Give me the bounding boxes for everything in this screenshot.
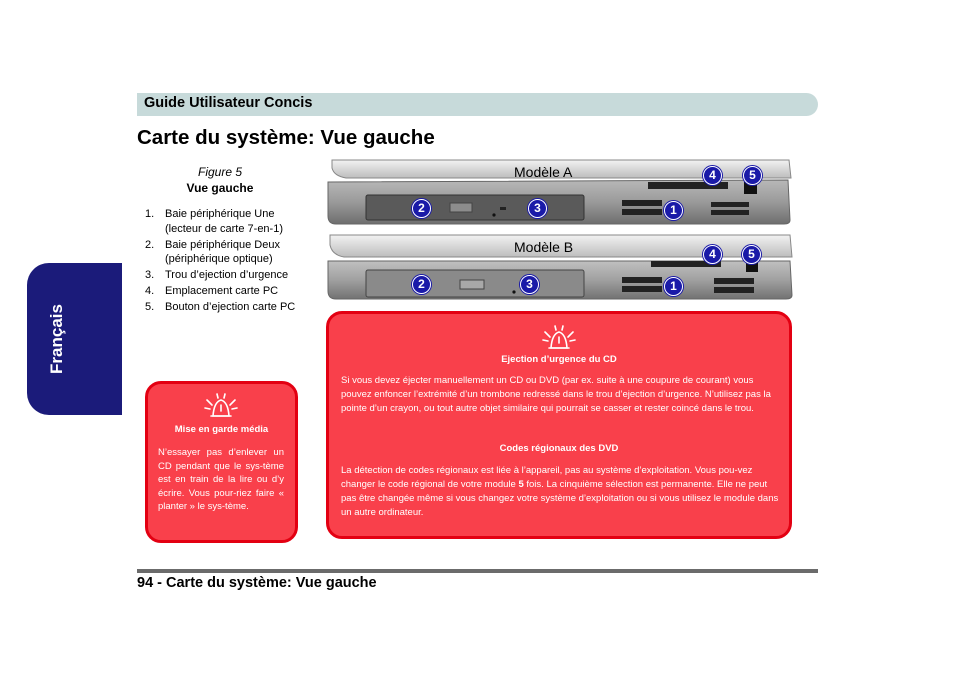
footer-page-label: 94 - Carte du système: Vue gauche [137,575,377,591]
callout-badge-4: 4 [703,166,722,185]
figure-title: Vue gauche [186,181,254,195]
figure-legend-list: 1. Baie périphérique Une (lecteur de cart… [145,207,313,316]
cd-eject-text: Si vous devez éjecter manuellement un CD… [341,375,771,414]
media-warning-heading: Mise en garde média [174,424,269,435]
laptop-model-a-image: Modèle A 4 5 2 3 1 [326,158,793,226]
list-item-number: 3. [145,269,155,281]
callout-badge-1: 1 [664,201,683,220]
list-item-number: 4. [145,285,155,297]
callout-badge-3: 3 [528,199,547,218]
callout-badge-2: 2 [412,275,431,294]
list-item: 4. Emplacement carte PC [145,284,313,299]
list-item: 3. Trou d’ejection d’urgence [145,268,313,283]
callout-badge-2: 2 [412,199,431,218]
footer-divider [137,569,818,573]
warning-icon [203,392,239,425]
cd-dvd-warning-box: Ejection d’urgence du CD Si vous devez é… [326,311,792,539]
list-item-text: Baie périphérique Deux (périphérique opt… [165,238,280,266]
dvd-region-text-part2: fois. La cinquième sélection est permane… [341,479,779,518]
language-tab[interactable] [27,263,122,415]
language-tab-label: Français [47,304,66,374]
dvd-region-count: 5 [518,479,524,490]
callout-badge-5: 5 [742,245,761,264]
list-item-text: Emplacement carte PC [165,285,279,297]
model-a-label: Modèle A [514,164,573,180]
header-title: Guide Utilisateur Concis [144,95,313,111]
dvd-region-text: La détection de codes régionaux est liée… [341,464,779,520]
callout-badge-4: 4 [703,245,722,264]
list-item-text: Bouton d’ejection carte PC [165,301,296,313]
callout-badge-3: 3 [520,275,539,294]
list-item-number: 5. [145,301,155,313]
dvd-region-text-part1: La détection de codes régionaux est liée… [341,465,753,490]
list-item-number: 1. [145,208,155,220]
list-item-text: Trou d’ejection d’urgence [165,269,289,281]
cd-eject-heading: Ejection d’urgence du CD [501,354,617,365]
callout-badge-5: 5 [743,166,762,185]
list-item: 1. Baie périphérique Une (lecteur de cart… [145,207,313,236]
list-item: 5. Bouton d’ejection carte PC [145,300,313,315]
dvd-region-heading: Codes régionaux des DVD [499,443,619,454]
list-item-number: 2. [145,238,155,251]
header-bar [137,93,818,116]
model-b-label: Modèle B [514,239,574,255]
media-warning-text: N’essayer pas d’enlever un CD pendant qu… [158,447,284,512]
callout-badge-1: 1 [664,277,683,296]
page-title: Carte du système: Vue gauche [137,126,435,149]
laptop-model-b-image: Modèle B 4 5 2 3 1 [326,233,793,301]
media-warning-box: Mise en garde média N’essayer pas d’enle… [145,381,298,543]
list-item: 2. Baie périphérique Deux (périphérique o… [145,238,313,267]
list-item-text: Baie périphérique Une (lecteur de carte … [165,208,283,235]
warning-icon [541,324,577,357]
figure-label: Figure 5 [197,165,243,179]
